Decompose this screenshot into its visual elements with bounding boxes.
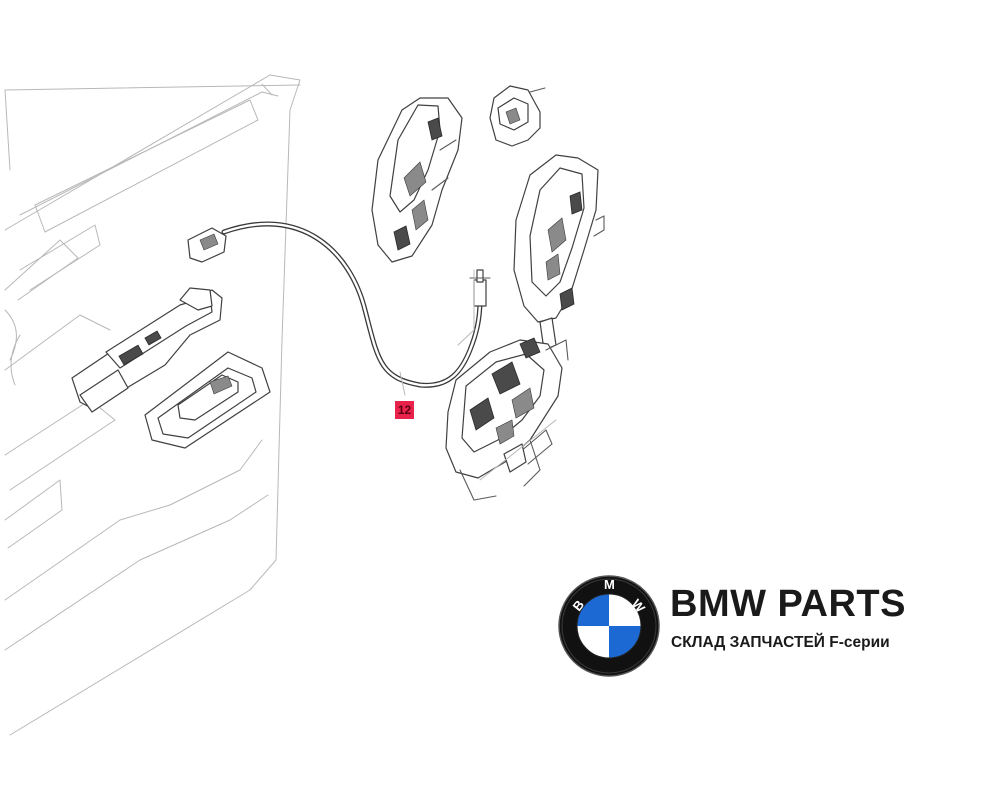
interior-handle-bezel <box>144 351 271 449</box>
upper-lock-bracket <box>371 97 463 263</box>
brand-title: BMW PARTS <box>670 583 906 625</box>
leader-lines <box>399 269 557 481</box>
door-lock-housing <box>513 154 605 351</box>
lock-actuator-motor <box>445 337 569 501</box>
brand-subtitle: СКЛАД ЗАПЧАСТЕЙ F-серии <box>671 634 890 651</box>
lock-cover-cap <box>489 85 546 147</box>
bmw-roundel-logo: B M W <box>558 575 660 677</box>
inner-handle-mechanism <box>71 227 227 413</box>
door-panel-outline <box>4 74 301 736</box>
part-callout-12[interactable]: 12 <box>395 401 414 419</box>
roundel-letter-m: M <box>604 577 615 592</box>
bowden-cable <box>221 221 491 388</box>
